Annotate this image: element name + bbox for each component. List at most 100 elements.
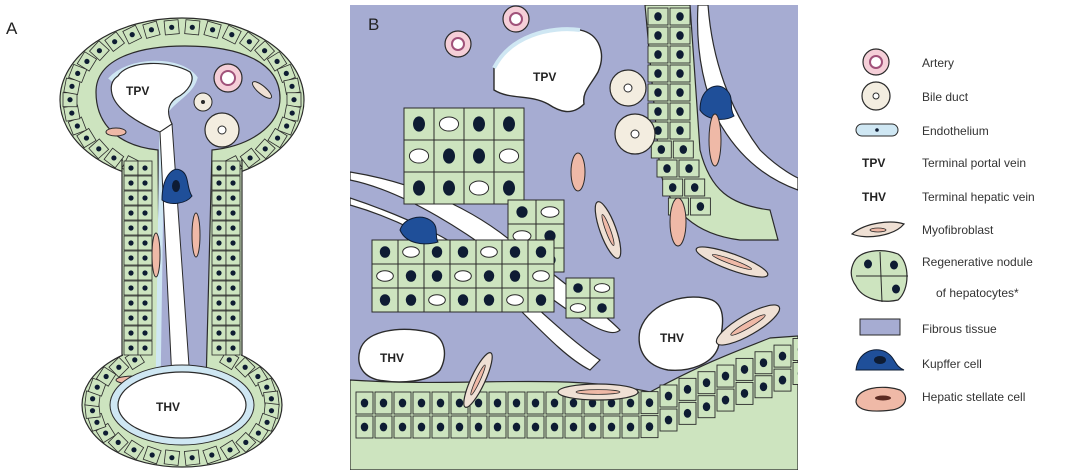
hepatocyte-cell [137, 160, 153, 176]
hepatocyte-cell [283, 104, 301, 122]
hepatocyte-cell [450, 415, 469, 439]
hepatocyte-cell [211, 340, 227, 356]
panel-a-bile-duct-small [193, 92, 213, 112]
hepatocyte-cell [225, 340, 241, 356]
panel-a: A TPV [6, 17, 305, 468]
hepatocyte-cell [647, 45, 669, 64]
nodule-lower-left [371, 239, 555, 313]
hepatocyte-cell [137, 280, 153, 296]
hepatocyte-cell [355, 415, 374, 439]
hepatocyte-cell [137, 250, 153, 266]
panel-b-bile-duct-2 [614, 113, 656, 155]
hepatocyte-cell [225, 265, 241, 281]
hepatocyte-cell [374, 415, 393, 439]
hepatocyte-cell [137, 295, 153, 311]
hepatocyte-cell [123, 280, 139, 296]
hepatocyte-cell [678, 377, 697, 401]
hepatocyte-cell [211, 220, 227, 236]
hepatocyte-cell [669, 45, 691, 64]
panel-a-bile-duct-large [204, 112, 240, 148]
hepatocyte-cell [211, 160, 227, 176]
hepatocyte-cell [123, 160, 139, 176]
hepatocyte-cell [123, 325, 139, 341]
hepatocyte-cell [697, 395, 716, 419]
hepatocyte-cell [526, 415, 545, 439]
hepatocyte-cell [63, 104, 81, 122]
hepatocyte-cell [137, 310, 153, 326]
hepatocyte-cell [123, 205, 139, 221]
hepatocyte-cell [137, 265, 153, 281]
hepatocyte-cell [488, 391, 507, 415]
hepatocyte-cell [137, 205, 153, 221]
hepatocyte-cell [792, 338, 798, 361]
hepatocyte-cell [67, 116, 87, 136]
hepatocyte-cell [88, 138, 110, 160]
hepatocyte-cell [431, 391, 450, 415]
hepatocyte-cell [84, 402, 101, 419]
myofibroblast [715, 304, 781, 346]
hepatocyte-cell [211, 265, 227, 281]
panel-b-myofibroblasts [463, 201, 781, 408]
legend-endothelium-icon [855, 123, 899, 137]
legend-bile-duct-label: Bile duct [922, 90, 969, 104]
panel-a-thv-label: THV [156, 400, 180, 414]
hepatocyte-cell [225, 235, 241, 251]
panel-a-stellate-cell [105, 127, 127, 137]
panel-b-stellate-cell-3 [708, 113, 722, 167]
panel-a-stellate-cell-2 [151, 232, 161, 278]
hepatocyte-cell [716, 364, 735, 388]
hepatocyte-cell [123, 265, 139, 281]
hepatocyte-cell [76, 51, 98, 72]
hepatocyte-cell [602, 415, 621, 439]
legend-nodule-label-2: of hepatocytes* [936, 286, 1019, 300]
hepatocyte-cell [68, 63, 88, 83]
hepatocyte-cell [137, 325, 153, 341]
hepatocyte-cell [283, 77, 301, 95]
hepatocyte-cell [239, 147, 261, 169]
hepatocyte-cell [235, 431, 257, 453]
panel-b-thv-mid-label: THV [660, 331, 684, 345]
hepatocyte-cell [393, 391, 412, 415]
hepatocyte-cell [647, 26, 669, 45]
myofibroblast [695, 246, 769, 278]
hepatocyte-cell [266, 51, 288, 72]
hepatocyte-cell [773, 368, 792, 392]
hepatocyte-cell [564, 415, 583, 439]
panel-a-myofibroblast [251, 81, 273, 99]
hepatocyte-cell [267, 127, 288, 149]
hepatocyte-cell [678, 159, 700, 178]
hepatocyte-cell [137, 190, 153, 206]
legend-thv-abbr: THV [862, 190, 886, 204]
hepatocyte-cell [669, 102, 691, 121]
hepatocyte-cell [254, 138, 276, 160]
hepatocyte-cell [684, 178, 706, 197]
hepatocyte-cell [662, 178, 684, 197]
legend-tpv-label: Terminal portal vein [922, 156, 1026, 170]
hepatocyte-cell [123, 439, 145, 461]
hepatocyte-cell [507, 391, 526, 415]
panel-b-label: B [368, 15, 379, 34]
hepatocyte-cell [225, 190, 241, 206]
panel-a-tpv-lumen [110, 62, 193, 133]
hepatocyte-cell [254, 40, 276, 62]
hepatocyte-cell [507, 415, 526, 439]
panel-b-kupffer-cell-2 [399, 216, 439, 245]
hepatocyte-cell [669, 26, 691, 45]
hepatocyte-cell [211, 325, 227, 341]
hepatocyte-cell [142, 445, 162, 465]
legend-bile-duct-icon [861, 81, 891, 111]
hepatocyte-cell [123, 250, 139, 266]
panel-b-artery-2 [444, 30, 472, 58]
nodule-upper-left [403, 107, 525, 205]
hepatocyte-cell [123, 295, 139, 311]
nodule-small [565, 277, 615, 319]
hepatocyte-cell [621, 415, 640, 439]
myofibroblast [594, 201, 622, 259]
panel-b-bile-duct-1 [609, 69, 647, 107]
hepatocyte-cell [123, 235, 139, 251]
hepatocyte-cell [225, 175, 241, 191]
hepatocyte-cell [647, 102, 669, 121]
hepatocyte-cell [735, 357, 754, 381]
hepatocyte-cell [137, 235, 153, 251]
hepatocyte-cell [211, 205, 227, 221]
